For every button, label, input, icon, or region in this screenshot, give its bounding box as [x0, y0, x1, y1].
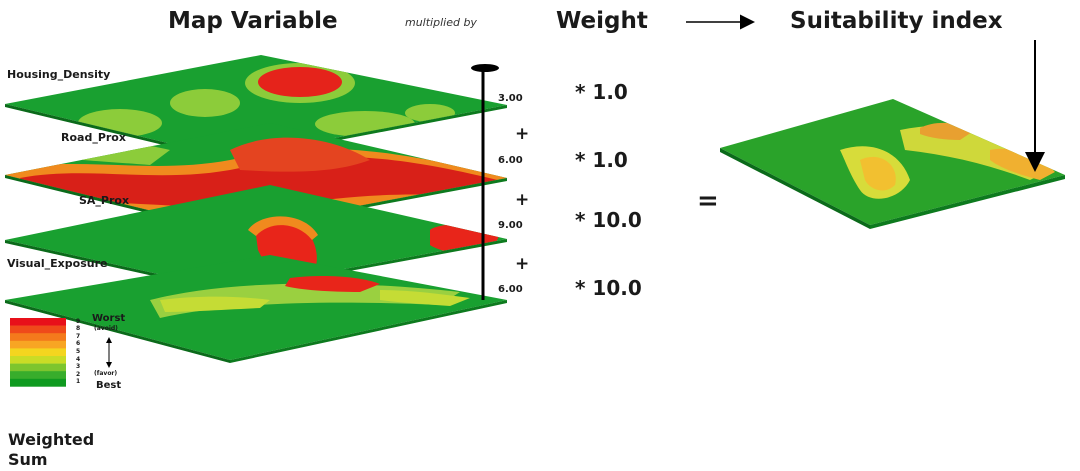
legend-swatch	[10, 318, 66, 326]
equals-sign: =	[697, 186, 719, 216]
legend-favor-label: (favor)	[94, 370, 118, 377]
legend-number: 4	[76, 355, 81, 363]
legend-worst-label: Worst	[92, 313, 126, 324]
legend-swatch	[10, 378, 66, 387]
plus-sign-1: +	[515, 124, 530, 144]
legend-best-label: Best	[96, 380, 122, 391]
layer-visual-exposure	[5, 255, 507, 363]
axis-value-3: 9.00	[498, 220, 523, 231]
map-variable-title: Map Variable	[168, 8, 338, 34]
legend-swatch	[10, 371, 66, 380]
legend-swatch	[10, 340, 66, 349]
plus-sign-3: +	[515, 254, 530, 274]
weight-layer-4: * 10.0	[575, 276, 642, 300]
weight-layer-2: * 1.0	[575, 148, 628, 172]
legend-swatch	[10, 348, 66, 357]
axis-value-2: 6.00	[498, 155, 523, 166]
legend-number: 5	[76, 347, 81, 355]
suitability-index-title: Suitability index	[790, 8, 1003, 34]
weight-layer-1: * 1.0	[575, 80, 628, 104]
legend-number: 8	[76, 325, 81, 333]
legend-number: 3	[76, 363, 81, 371]
legend-number: 2	[76, 370, 81, 378]
legend-swatch	[10, 363, 66, 372]
multiplied-by-label: multiplied by	[405, 16, 477, 29]
suitability-result-map	[720, 99, 1065, 229]
legend-number: 6	[76, 340, 81, 348]
axis-value-4: 6.00	[498, 284, 523, 295]
plus-sign-2: +	[515, 190, 530, 210]
layer-housing-density	[5, 55, 507, 161]
legend-color-bar	[10, 318, 66, 387]
layer-road-prox	[5, 123, 507, 233]
legend-avoid-label: (avoid)	[94, 325, 118, 332]
legend-swatch	[10, 333, 66, 342]
axis-cap	[471, 64, 499, 72]
legend-swatch	[10, 356, 66, 364]
layer-label-sa-prox: SA_Prox	[79, 194, 130, 207]
layer-label-road-prox: Road_Prox	[61, 131, 126, 144]
layer-label-visual-exposure: Visual_Exposure	[7, 257, 108, 270]
axis-value-1: 3.00	[498, 93, 523, 104]
legend-swatch	[10, 325, 66, 334]
legend-number: 1	[76, 378, 81, 386]
legend-number: 9	[76, 317, 81, 325]
weight-layer-3: * 10.0	[575, 208, 642, 232]
weight-title: Weight	[556, 8, 648, 34]
layer-label-housing-density: Housing_Density	[7, 68, 111, 81]
legend-number: 7	[76, 332, 81, 340]
